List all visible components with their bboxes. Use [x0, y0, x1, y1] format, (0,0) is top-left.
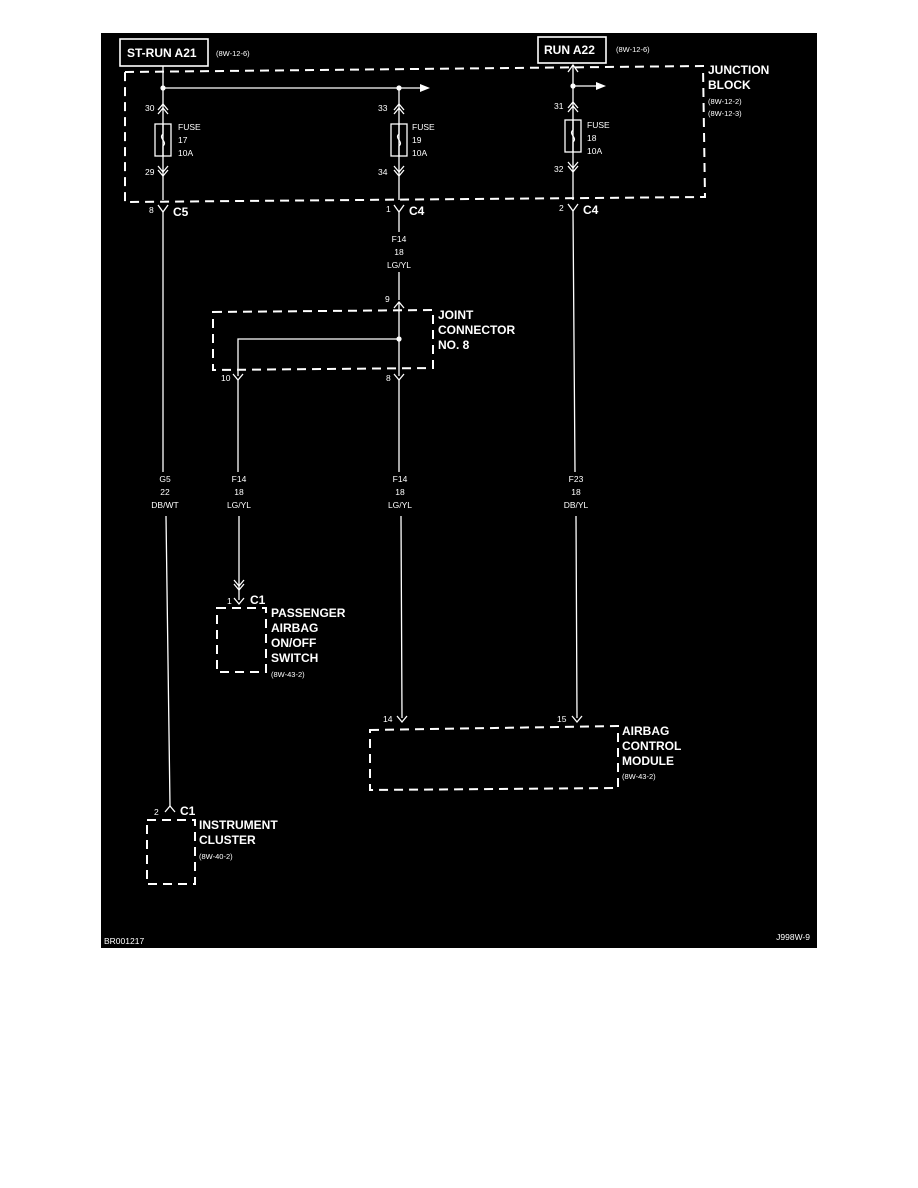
fuse18-in-pin: 31: [554, 101, 564, 111]
airbag-module-connector-b: [571, 715, 583, 724]
junction-block-title-line2: BLOCK: [708, 78, 751, 92]
f23-gauge: 18: [571, 487, 581, 497]
st-run-source-label: ST-RUN A21: [127, 46, 197, 60]
passenger-switch-line1: PASSENGER: [271, 606, 346, 620]
passenger-switch-connector-arrows: [233, 579, 245, 606]
cluster-ref: (8W-40-2): [199, 852, 233, 861]
run-bus-arrow: [596, 82, 606, 90]
joint-connector-title-line1: JOINT: [438, 308, 474, 322]
fuse17-out-pin: 29: [145, 167, 155, 177]
joint-pin-left: 10: [221, 373, 231, 383]
fuse18-in-connector: [567, 100, 579, 113]
c4a-name: C4: [409, 204, 425, 218]
fuse18-label: FUSE: [587, 120, 610, 130]
c4a-pin: 1: [386, 204, 391, 214]
g5-gauge: 22: [160, 487, 170, 497]
f14-left-gauge: 18: [234, 487, 244, 497]
fuse19-label: FUSE: [412, 122, 435, 132]
fuse19-in-connector: [393, 102, 405, 115]
joint-connector-outline: [212, 308, 434, 372]
junction-block-title-line1: JUNCTION: [708, 63, 769, 77]
c4b-name: C4: [583, 203, 599, 217]
f14-mid-wire: [398, 380, 403, 719]
f14-top-color: LG/YL: [387, 260, 411, 270]
st-run-source-box: [119, 38, 209, 67]
g5-circuit: G5: [159, 474, 171, 484]
cluster-connector: [164, 804, 176, 813]
junction-block-ref2: (8W-12-3): [708, 109, 742, 118]
fuse17-in-connector: [157, 102, 169, 115]
junction-block-outline: [124, 64, 707, 204]
fuse17-label: FUSE: [178, 122, 201, 132]
g5-wire: [162, 212, 171, 807]
joint-pin-in: 9: [385, 294, 390, 304]
fuse18-number: 18: [587, 133, 597, 143]
joint-splice-dot: [396, 336, 402, 342]
passenger-switch-pin: 1: [227, 596, 232, 606]
f14-mid-color: LG/YL: [388, 500, 412, 510]
f23-color: DB/YL: [564, 500, 589, 510]
passenger-switch-line2: AIRBAG: [271, 621, 318, 635]
c4b-pin: 2: [559, 203, 564, 213]
footer-right-code: J998W-9: [776, 932, 810, 942]
passenger-switch-outline: [216, 607, 267, 673]
fuse18-rating: 10A: [587, 146, 602, 156]
airbag-module-pin-a: 14: [383, 714, 393, 724]
passenger-switch-connector: C1: [250, 593, 266, 607]
cluster-outline: [146, 819, 196, 885]
diagram-background: [101, 33, 817, 948]
st-run-bus-arrow: [420, 84, 430, 92]
fuse17-in-pin: 30: [145, 103, 155, 113]
fuse17-number: 17: [178, 135, 188, 145]
fuse19-out-pin: 34: [378, 167, 388, 177]
st-run-ref: (8W-12-6): [216, 49, 250, 58]
airbag-module-ref: (8W-43-2): [622, 772, 656, 781]
f14-top-circuit: F14: [392, 234, 407, 244]
f14-left-color: LG/YL: [227, 500, 251, 510]
cluster-connector-name: C1: [180, 804, 196, 818]
fuse17-element: [160, 124, 166, 156]
run-source-label: RUN A22: [544, 43, 595, 57]
passenger-switch-ref: (8W-43-2): [271, 670, 305, 679]
fuse19-number: 19: [412, 135, 422, 145]
footer-left-code: BR001217: [104, 936, 144, 946]
f23-wire: [572, 210, 578, 719]
run-source-box: [537, 36, 607, 64]
passenger-switch-line3: ON/OFF: [271, 636, 316, 650]
f14-left-circuit: F14: [232, 474, 247, 484]
fuse18-out-connector: [567, 161, 579, 174]
cluster-pin: 2: [154, 807, 159, 817]
joint-pin-right: 8: [386, 373, 391, 383]
cluster-line2: CLUSTER: [199, 833, 256, 847]
airbag-module-line2: CONTROL: [622, 739, 681, 753]
c5-name: C5: [173, 205, 189, 219]
f14-top-gauge: 18: [394, 247, 404, 257]
g5-color: DB/WT: [151, 500, 178, 510]
fuse19-rating: 10A: [412, 148, 427, 158]
f14-mid-circuit: F14: [393, 474, 408, 484]
run-ref: (8W-12-6): [616, 45, 650, 54]
cluster-line1: INSTRUMENT: [199, 818, 278, 832]
airbag-module-line1: AIRBAG: [622, 724, 669, 738]
fuse18-element: [570, 120, 576, 152]
fuse18-out-pin: 32: [554, 164, 564, 174]
f23-circuit: F23: [569, 474, 584, 484]
joint-connector-title-line2: CONNECTOR: [438, 323, 515, 337]
airbag-module-pin-b: 15: [557, 714, 567, 724]
airbag-module-line3: MODULE: [622, 754, 674, 768]
junction-block-ref1: (8W-12-2): [708, 97, 742, 106]
fuse17-rating: 10A: [178, 148, 193, 158]
fuse19-out-connector: [393, 165, 405, 178]
joint-connector-title-line3: NO. 8: [438, 338, 470, 352]
passenger-switch-line4: SWITCH: [271, 651, 318, 665]
fuse17-out-connector: [157, 165, 169, 178]
c5-pin: 8: [149, 205, 154, 215]
fuse19-element: [396, 124, 402, 156]
airbag-module-outline: [369, 724, 619, 792]
airbag-module-connector-a: [396, 715, 408, 724]
fuse19-in-pin: 33: [378, 103, 388, 113]
f14-mid-gauge: 18: [395, 487, 405, 497]
